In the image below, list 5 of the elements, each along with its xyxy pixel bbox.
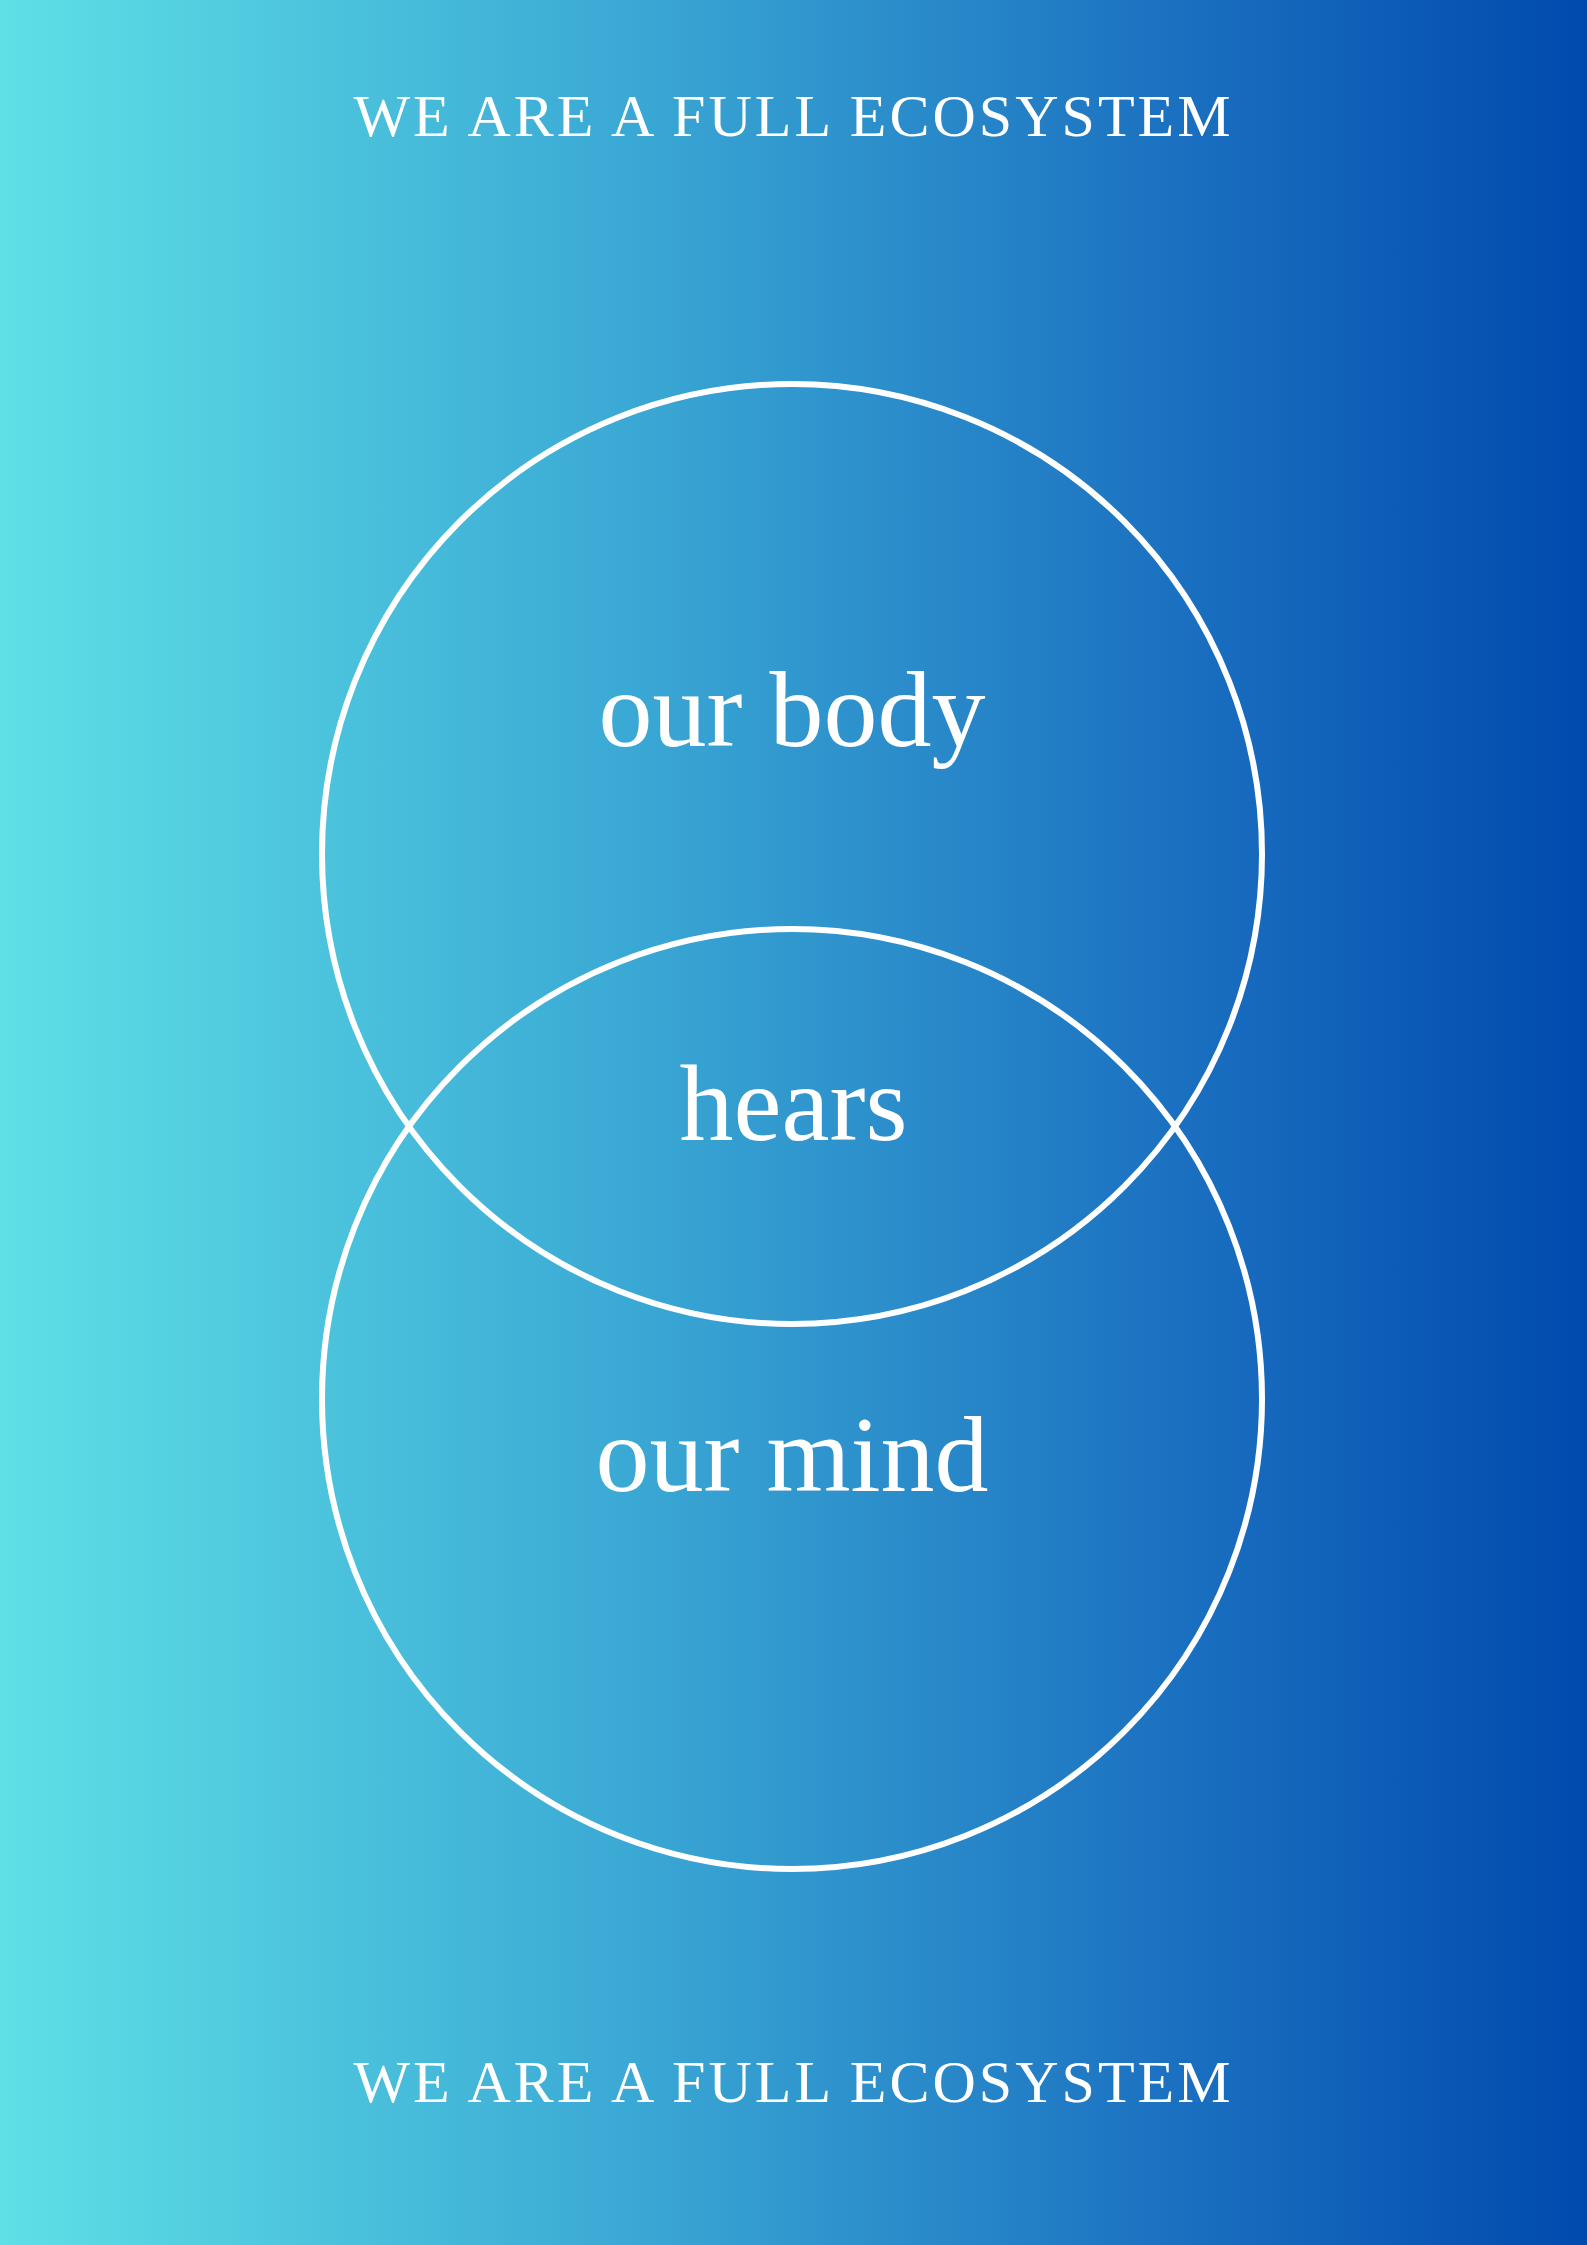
caption: WE ARE A FULL ECOSYSTEM bbox=[352, 2048, 1235, 2117]
overlap-label: hears bbox=[678, 1045, 909, 1164]
title: WE ARE A FULL ECOSYSTEM bbox=[352, 82, 1235, 151]
circle-label: our body bbox=[597, 651, 987, 770]
circle-label: our mind bbox=[594, 1396, 990, 1515]
